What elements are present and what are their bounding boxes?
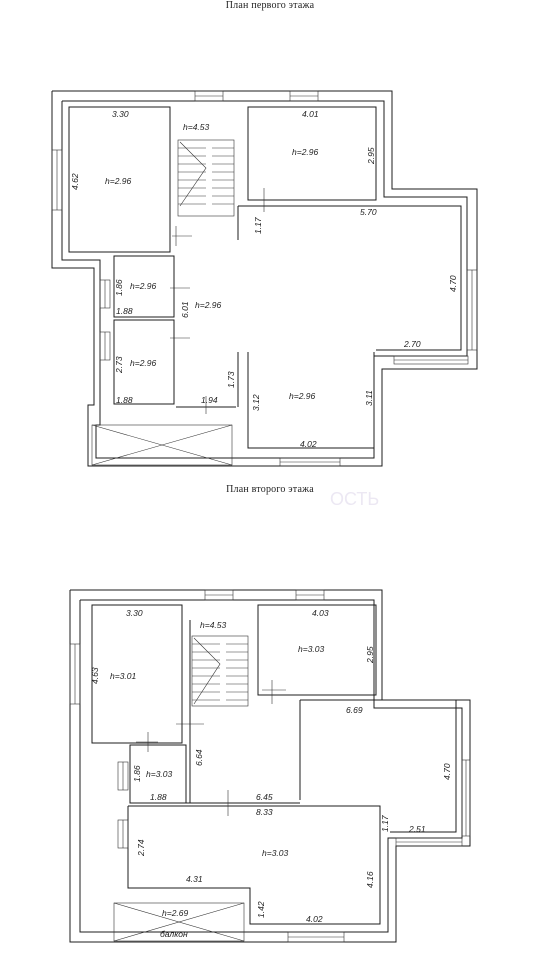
- floor1-hall: [238, 205, 462, 351]
- floor1-label: 4.70: [448, 275, 458, 292]
- floor1-label: h=2.96: [105, 176, 132, 186]
- floor2-label: 1.42: [256, 901, 266, 918]
- floor1-label: 4.62: [70, 173, 80, 190]
- floor1-label: 6.01: [180, 301, 190, 318]
- floor2-label: 6.45: [256, 792, 273, 802]
- floor2-plan: 3.30 h=4.53 4.03 h=3.03 2.95 4.63 h=3.01…: [69, 589, 471, 943]
- floor1-label: 4.02: [300, 439, 317, 449]
- floor1-label: 2.73: [114, 356, 124, 374]
- floor2-balcony: [113, 902, 245, 942]
- floor1-stairs: [177, 139, 235, 217]
- floor2-label: 3.30: [126, 608, 143, 618]
- floor2-label: 6.64: [194, 749, 204, 766]
- floor2-title: План второго этажа: [226, 484, 314, 495]
- floor1-windows: [51, 90, 478, 467]
- floor2-label: 1.17: [380, 815, 390, 832]
- floor2-label: 1.86: [132, 765, 142, 782]
- floor1-label: h=2.96: [289, 391, 316, 401]
- floor1-label: 1.73: [226, 371, 236, 388]
- floor2-label: 4.63: [90, 667, 100, 684]
- floor1-room-c: [113, 255, 175, 318]
- floor2-room-a: [91, 604, 183, 744]
- floor2-label: h=2.69: [162, 908, 189, 918]
- floor2-label: 8.33: [256, 807, 273, 817]
- floor2-label: 4.70: [442, 763, 452, 780]
- floor2-label: h=4.53: [200, 620, 227, 630]
- floor1-label: 3.11: [364, 390, 374, 406]
- floor2-stairs: [191, 635, 249, 707]
- floor2-label: 4.31: [186, 874, 203, 884]
- floor1-inner-wall: [61, 100, 468, 459]
- floor1-label: 5.70: [360, 207, 377, 217]
- floor1-label: h=2.96: [292, 147, 319, 157]
- floor1-room-d: [113, 319, 175, 405]
- floor1-label: 2.70: [403, 339, 421, 349]
- floor1-room-a: [68, 106, 171, 253]
- floor1-outer-wall: [51, 90, 478, 467]
- floor2-room-b: [257, 604, 377, 696]
- floor1-label: 3.12: [251, 394, 261, 411]
- floor2-label: 1.88: [150, 792, 167, 802]
- floor1-label: 1.17: [253, 217, 263, 234]
- floor1-room-b: [247, 106, 377, 201]
- floor1-room-e: [247, 352, 375, 449]
- floor2-label: h=3.03: [146, 769, 173, 779]
- floor2-label: 4.02: [306, 914, 323, 924]
- floor2-label: h=3.03: [298, 644, 325, 654]
- floor2-label: h=3.01: [110, 671, 137, 681]
- floor2-room-c: [129, 744, 187, 804]
- floor2-label: балкон: [160, 929, 188, 939]
- floor1-label: h=2.96: [195, 300, 222, 310]
- floor2-label: 4.16: [365, 871, 375, 888]
- floor2-hall: [300, 699, 457, 833]
- floor1-label: 1.94: [201, 395, 218, 405]
- floor1-label: h=2.96: [130, 281, 157, 291]
- floor2-label: 2.95: [365, 646, 375, 664]
- floor2-label: 6.69: [346, 705, 363, 715]
- floor1-label: 4.01: [302, 109, 319, 119]
- floor2-outer-wall: [69, 589, 471, 943]
- floor1-label: 2.95: [366, 147, 376, 165]
- floor1-label: 3.30: [112, 109, 129, 119]
- floor1-label: h=4.53: [183, 122, 210, 132]
- watermark-text: ОСТЬ: [330, 489, 379, 509]
- floor2-label: 2.74: [136, 839, 146, 857]
- floor2-room-d: [127, 805, 381, 925]
- floor2-label: 2.51: [408, 824, 426, 834]
- floor1-label: 1.88: [116, 306, 133, 316]
- floor1-label: 1.86: [114, 279, 124, 296]
- floor2-windows: [69, 589, 471, 943]
- floor1-label: 1.88: [116, 395, 133, 405]
- floor1-plan: 3.30 h=4.53 4.01 4.62 h=2.96 h=2.96 2.95…: [51, 90, 478, 467]
- floor1-label: h=2.96: [130, 358, 157, 368]
- floor2-label: h=3.03: [262, 848, 289, 858]
- floor2-label: 4.03: [312, 608, 329, 618]
- floor1-porch: [91, 424, 233, 466]
- floor1-title: План первого этажа: [225, 0, 315, 11]
